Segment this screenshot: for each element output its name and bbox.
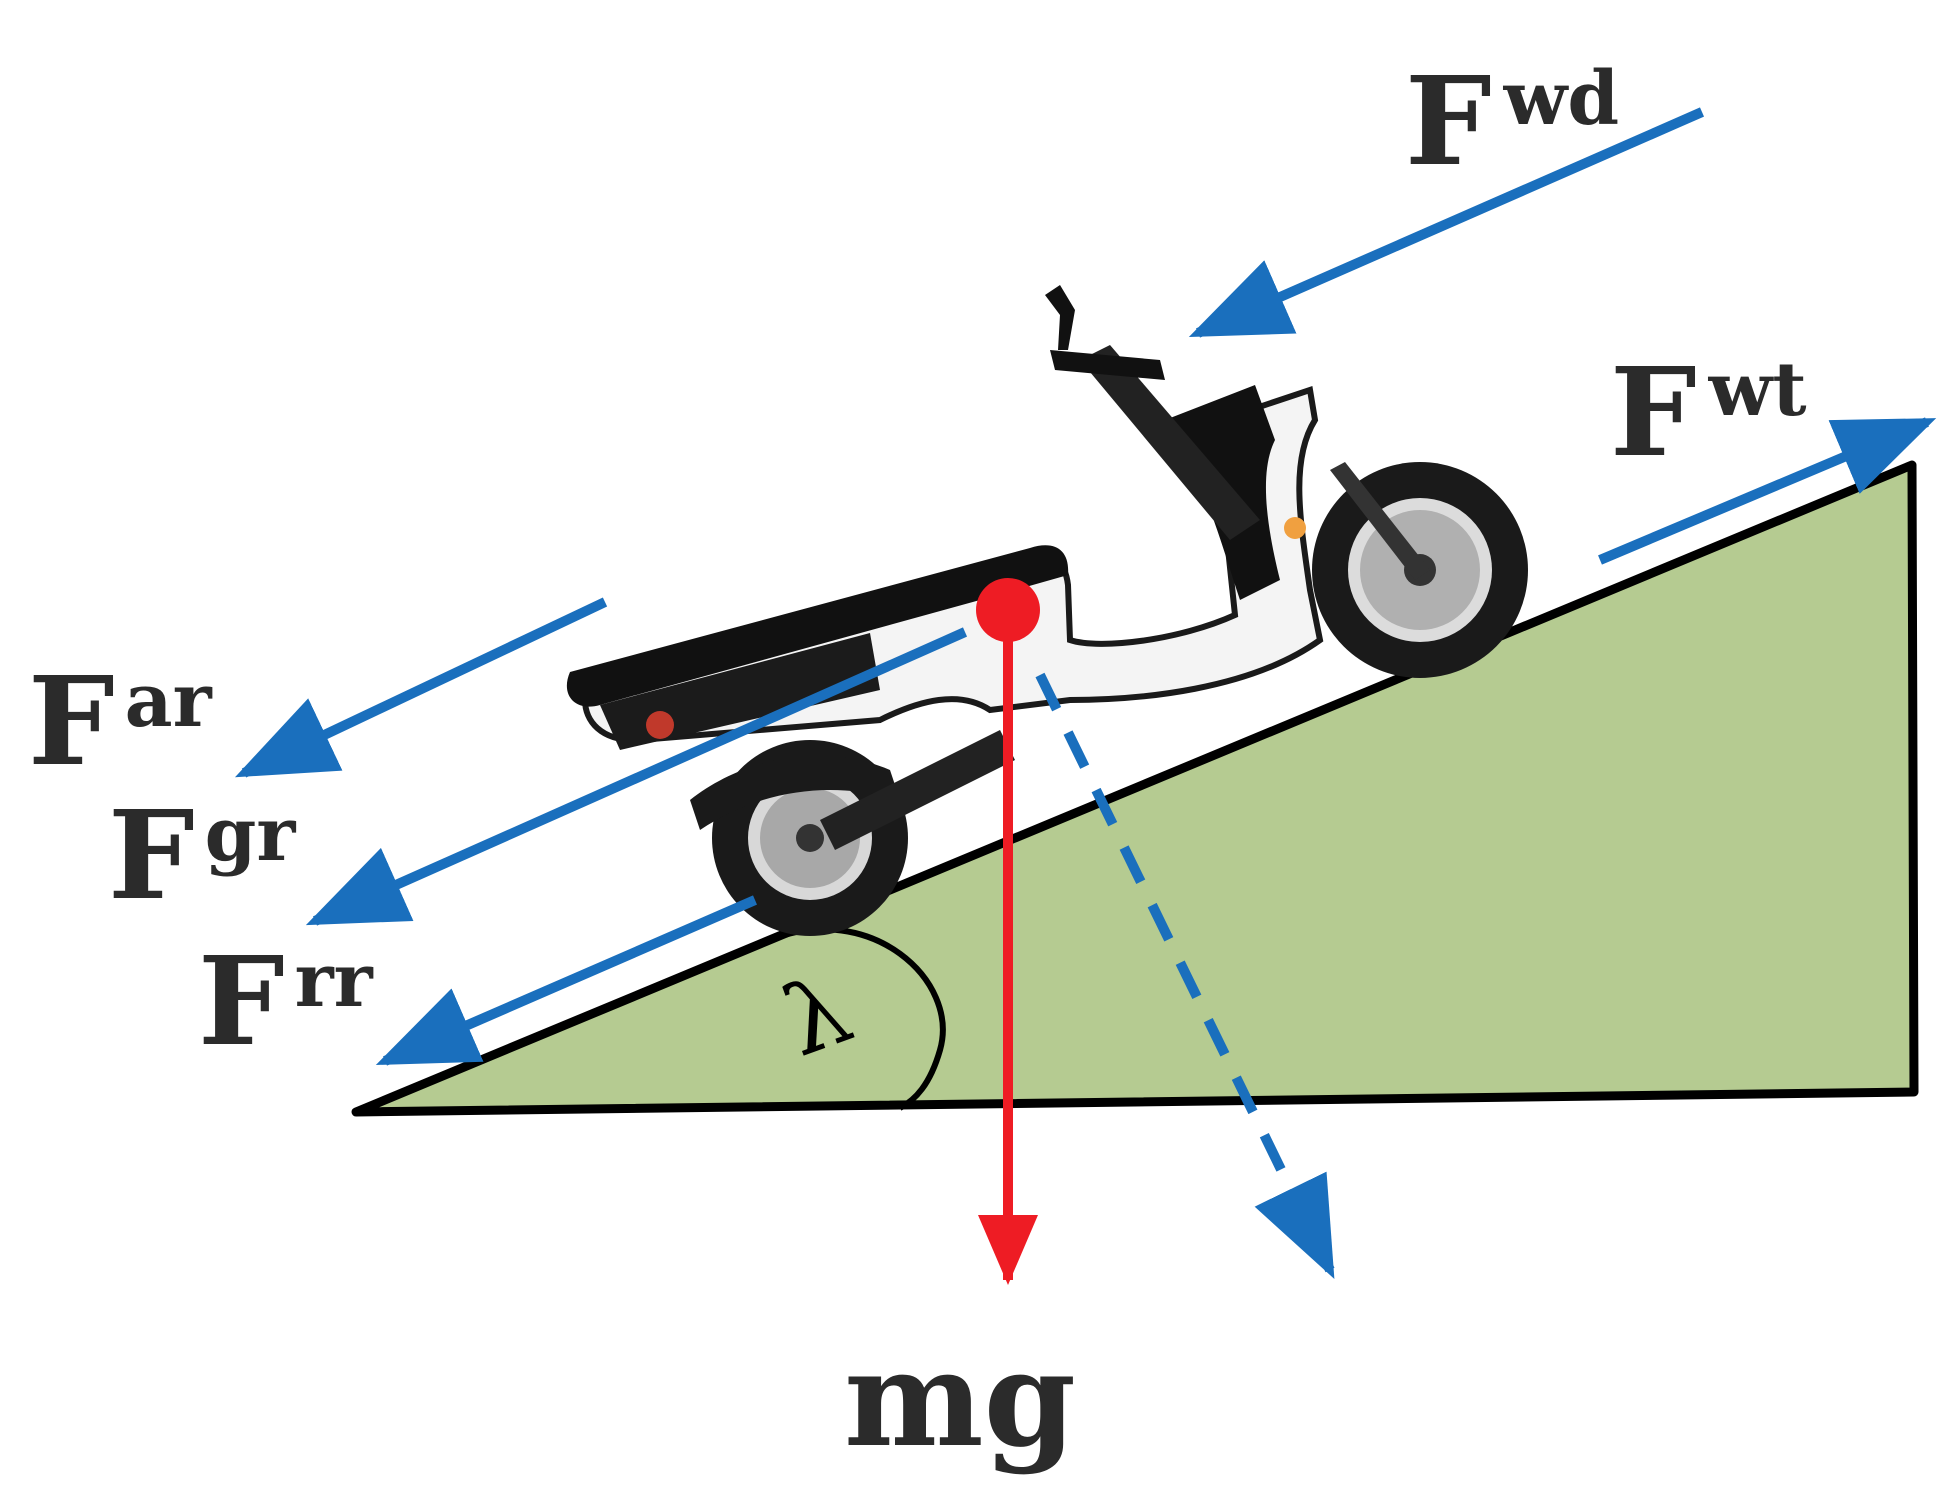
steering-column xyxy=(1080,345,1260,540)
scooter-seat xyxy=(566,545,1069,707)
traction-force-arrow xyxy=(1598,417,1937,565)
rolling-resistance-arrow xyxy=(375,895,757,1066)
grade-resistance-arrow xyxy=(305,627,968,926)
normal-component-dashed-arrow xyxy=(1035,672,1335,1279)
rear-fender xyxy=(690,755,900,830)
mirror xyxy=(1045,285,1075,350)
aerodynamic-resistance-arrow xyxy=(234,597,608,778)
front-indicator xyxy=(1284,517,1306,539)
swing-arm xyxy=(820,730,1015,850)
tail-light xyxy=(646,711,674,739)
weight-label: mg xyxy=(844,1322,1076,1477)
handlebar xyxy=(1050,350,1165,380)
wind-force-arrow xyxy=(1188,107,1705,338)
center-of-mass-dot xyxy=(976,578,1040,642)
electric-scooter-illustration xyxy=(566,285,1528,936)
inclined-plane xyxy=(351,460,1919,1117)
front-fork xyxy=(1330,462,1430,580)
